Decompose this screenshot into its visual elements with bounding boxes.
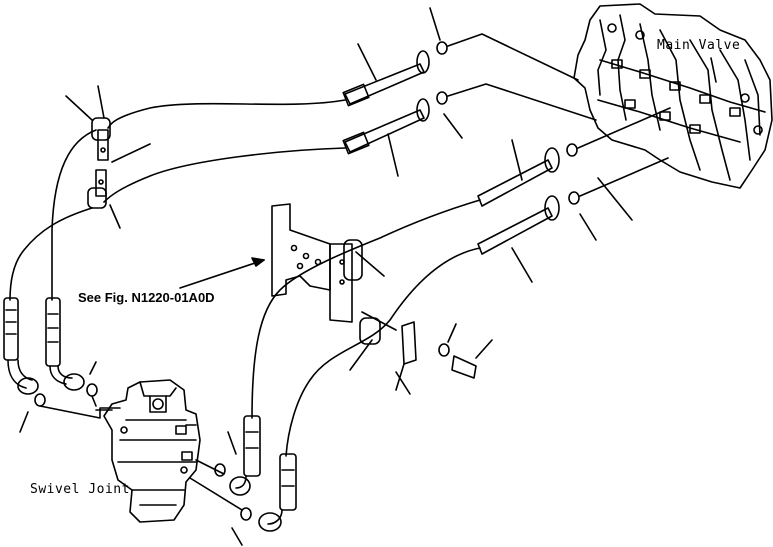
clamps	[87, 117, 477, 391]
valve-tubes	[342, 33, 671, 255]
swivel-joint-label: Swivel Joint	[30, 482, 130, 497]
swivel-joint	[95, 379, 201, 523]
main-valve	[573, 3, 773, 189]
see-fig-reference: See Fig. N1220-01A0D	[78, 290, 215, 305]
leader-lines	[19, 7, 633, 546]
swivel-o-rings	[34, 383, 252, 521]
hoses	[3, 99, 481, 532]
main-valve-label: Main Valve	[657, 38, 741, 53]
